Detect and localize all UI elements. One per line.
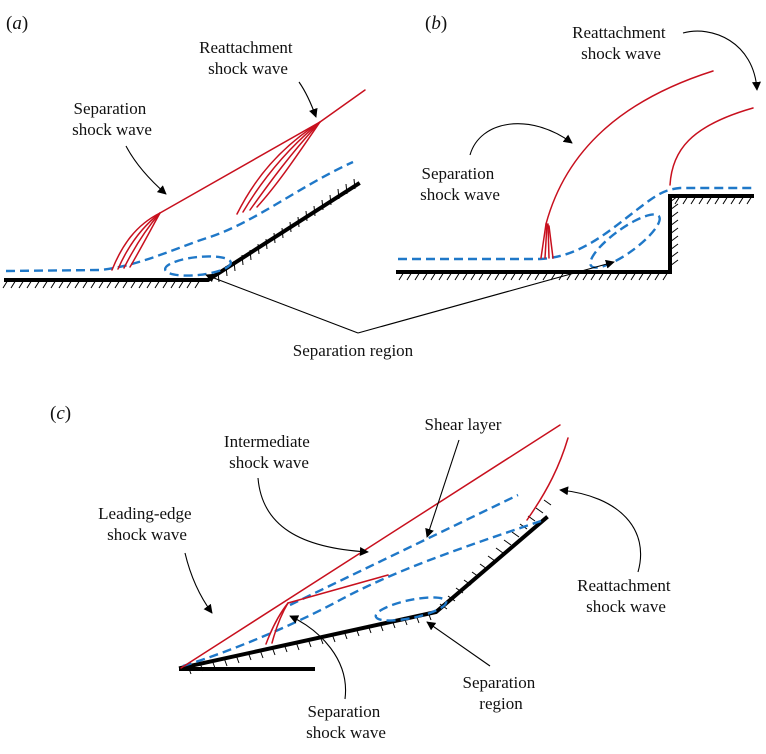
panel-b-shock-system bbox=[540, 70, 754, 259]
panel-a-separation-bubble bbox=[163, 255, 233, 277]
panel-a-separation-streamline bbox=[5, 160, 354, 273]
panel-c-shear-layer-pointer bbox=[425, 439, 460, 538]
panel-b-separation-pointer bbox=[469, 123, 573, 156]
panel-b-reattachment-shock bbox=[669, 107, 754, 186]
panel-c-reattachment-label: Reattachment shock wave bbox=[577, 576, 675, 616]
panel-a-tag: (a) bbox=[6, 13, 28, 34]
panel-b-separation-streamline bbox=[398, 186, 752, 261]
panel-b-tag: (b) bbox=[425, 13, 447, 34]
panel-b-separation-bubble bbox=[589, 213, 661, 269]
panel-a-separation-pointer bbox=[125, 145, 167, 195]
panel-c-separation-bubble bbox=[374, 596, 448, 622]
panel-b-separation-shock bbox=[545, 70, 714, 225]
panel-b-separation-label: Separation shock wave bbox=[420, 164, 500, 204]
separation-region-leader-b bbox=[357, 259, 615, 334]
separation-region-label: Separation region bbox=[293, 341, 414, 360]
panel-c-reattachment-shock bbox=[526, 437, 569, 521]
panel-b: (b) Reattachment shock wave Separat bbox=[396, 13, 761, 281]
panel-b-step-wall bbox=[396, 194, 754, 281]
panel-c-separation-region-label: Separation region bbox=[463, 673, 540, 713]
panel-a-reattachment-shock bbox=[319, 89, 366, 123]
panel-c-separation-shock-pointer bbox=[289, 615, 347, 700]
panel-c-intermediate-pointer bbox=[257, 477, 369, 557]
panel-c-leading-edge-shock bbox=[180, 424, 561, 669]
panel-c-reattachment-pointer bbox=[559, 486, 642, 573]
panel-a-reattachment-label: Reattachment shock wave bbox=[199, 38, 297, 78]
panel-a-separation-label: Separation shock wave bbox=[72, 99, 152, 139]
panel-a-reattachment-pointer bbox=[298, 81, 318, 118]
panel-c-shock-system bbox=[180, 424, 569, 669]
panel-b-wall-hatching bbox=[398, 195, 753, 281]
panel-c-wall-hatching bbox=[187, 499, 552, 675]
panel-c: (c) Intermediate shock wave Shear lay bbox=[50, 403, 675, 742]
panel-c-separation-streamline bbox=[182, 519, 542, 668]
panel-a-separation-shock bbox=[159, 121, 321, 214]
panel-c-separation-region-pointer bbox=[426, 621, 491, 667]
panel-b-reattachment-label: Reattachment shock wave bbox=[572, 23, 670, 63]
panel-c-separation-shock-label: Separation shock wave bbox=[306, 702, 386, 742]
panel-a-shock-system bbox=[111, 89, 366, 271]
panel-a: (a) Reattachment shock wave bbox=[2, 13, 366, 289]
panel-c-leading-edge-label: Leading-edge shock wave bbox=[98, 504, 196, 544]
panel-c-tag: (c) bbox=[50, 403, 71, 424]
panel-c-intermediate-label: Intermediate shock wave bbox=[224, 432, 314, 472]
shared-separation-region: Separation region bbox=[205, 259, 615, 360]
panel-c-shear-layer-label: Shear layer bbox=[425, 415, 502, 434]
panel-c-shear-layer bbox=[289, 493, 519, 607]
panel-c-intermediate-shock bbox=[287, 574, 389, 604]
panel-c-leading-edge-pointer bbox=[184, 552, 213, 614]
panel-b-reattachment-pointer bbox=[682, 30, 761, 91]
separation-region-leader-a bbox=[205, 273, 359, 334]
